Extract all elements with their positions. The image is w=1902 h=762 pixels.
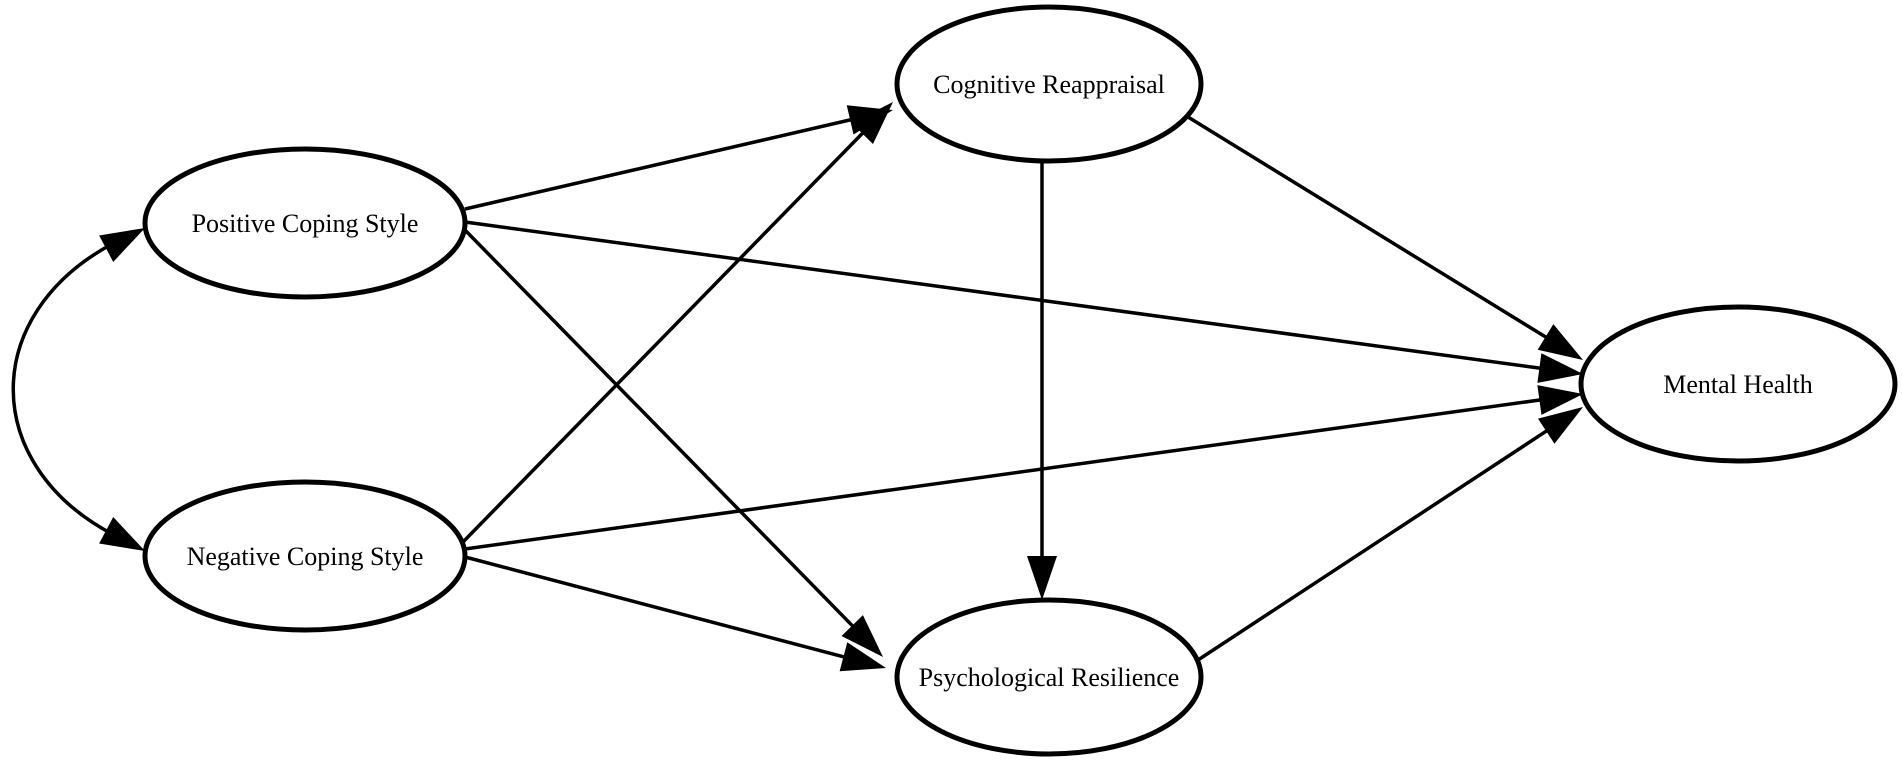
- edge-positive-to-resilience-line: [461, 226, 857, 630]
- edge-positive-to-resilience: [461, 226, 883, 657]
- node-cognitive-reappraisal-label: Cognitive Reappraisal: [933, 70, 1165, 99]
- edge-negative-to-mental-line: [464, 397, 1544, 551]
- node-psychological-resilience-ellipse: [894, 597, 1204, 757]
- edge-reappraisal-to-resilience: [1027, 162, 1057, 600]
- covariance-arrowhead-top: [99, 228, 145, 262]
- covariance-arrowhead-bottom: [99, 517, 145, 551]
- edge-negative-to-resilience-arrowhead: [839, 642, 886, 672]
- node-negative-coping-style: Negative Coping Style: [142, 479, 468, 633]
- edge-negative-to-mental-arrowhead: [1537, 385, 1583, 415]
- node-psychological-resilience-label: Psychological Resilience: [919, 663, 1180, 692]
- covariance-curve: [11, 242, 115, 537]
- node-positive-coping-style-label: Positive Coping Style: [192, 209, 419, 238]
- edge-negative-to-resilience-line: [464, 555, 848, 660]
- edge-positive-to-mental-line: [464, 220, 1544, 371]
- node-layer: Positive Coping Style Negative Coping St…: [142, 4, 1898, 757]
- node-negative-coping-style-ellipse: [142, 479, 468, 633]
- edge-positive-to-negative: [11, 228, 145, 551]
- edge-resilience-to-mental-line: [1197, 427, 1551, 662]
- edge-positive-to-reappraisal: [464, 105, 893, 211]
- node-positive-coping-style-ellipse: [142, 146, 468, 300]
- edge-reappraisal-to-mental-line: [1187, 115, 1550, 341]
- node-positive-coping-style: Positive Coping Style: [142, 146, 468, 300]
- edge-negative-to-resilience: [464, 555, 886, 672]
- edge-positive-to-reappraisal-line: [464, 117, 855, 211]
- edge-positive-to-mental-arrowhead: [1537, 353, 1583, 383]
- node-psychological-resilience: Psychological Resilience: [894, 597, 1204, 757]
- edge-positive-to-mental: [464, 220, 1583, 383]
- edge-resilience-to-mental: [1197, 407, 1583, 662]
- node-mental-health-ellipse: [1578, 304, 1898, 464]
- node-mental-health: Mental Health: [1578, 304, 1898, 464]
- edge-reappraisal-to-mental-arrowhead: [1537, 324, 1583, 360]
- edge-negative-to-mental: [464, 385, 1583, 551]
- edge-negative-to-reappraisal-arrowhead: [851, 102, 893, 144]
- edge-resilience-to-mental-arrowhead: [1537, 407, 1583, 444]
- node-mental-health-label: Mental Health: [1663, 370, 1812, 399]
- edge-reappraisal-to-mental: [1187, 115, 1583, 360]
- edge-negative-to-reappraisal: [461, 102, 893, 544]
- edge-reappraisal-to-resilience-arrowhead: [1027, 556, 1057, 600]
- node-cognitive-reappraisal: Cognitive Reappraisal: [894, 4, 1204, 164]
- node-negative-coping-style-label: Negative Coping Style: [187, 542, 424, 571]
- node-cognitive-reappraisal-ellipse: [894, 4, 1204, 164]
- edge-positive-to-resilience-arrowhead: [841, 615, 883, 657]
- edge-layer: [11, 102, 1583, 672]
- edge-negative-to-reappraisal-line: [461, 129, 867, 544]
